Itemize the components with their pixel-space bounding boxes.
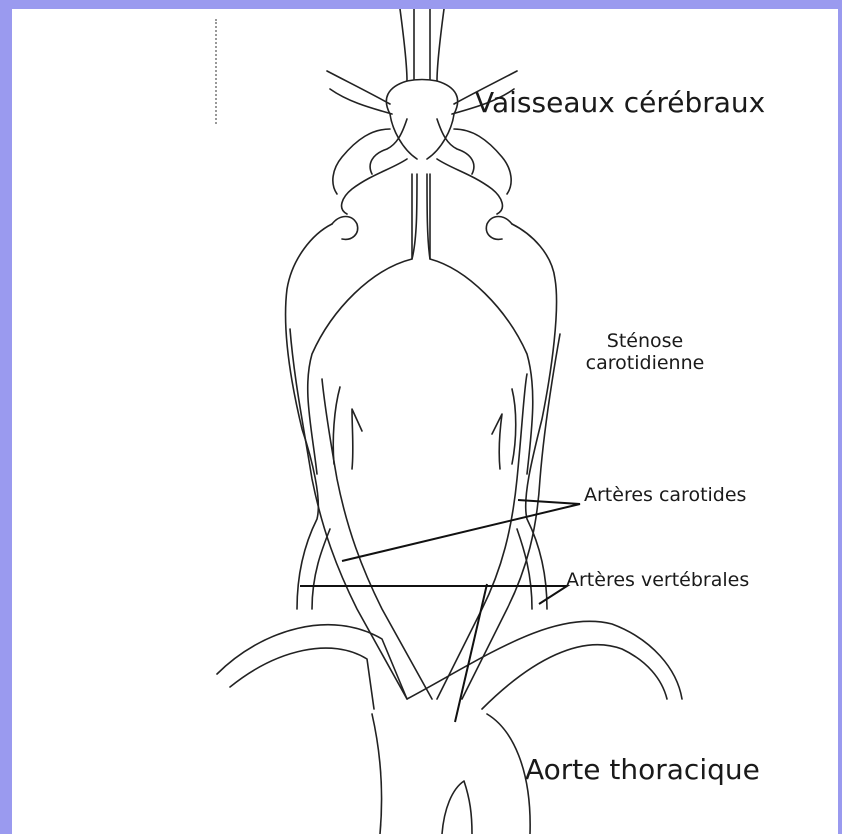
circle-of-willis: [386, 80, 457, 160]
right-carotid-outer: [437, 374, 527, 699]
aorta-trunk-left: [372, 714, 382, 834]
cerebral-left-branch: [327, 71, 392, 194]
right-external-carotid: [492, 389, 516, 469]
aorta-trunk-right: [487, 714, 530, 834]
cerebral-lower-arcs: [342, 159, 503, 214]
label-stenosis-line2: carotidienne: [565, 353, 725, 375]
left-vertebral-outer: [285, 224, 332, 609]
right-vertebral-outer: [512, 224, 557, 609]
right-vertebral-inner: [517, 529, 532, 609]
vertebral-loop-right: [486, 217, 512, 240]
right-carotid-inner: [462, 334, 560, 699]
left-vertebral-inner: [312, 529, 330, 609]
left-external-carotid: [333, 387, 362, 469]
label-thoracic-aorta: Aorte thoracique: [525, 754, 760, 786]
cerebral-mid-arcs: [370, 119, 474, 174]
vertebral-leader: [300, 586, 567, 604]
artery-diagram: [12, 9, 838, 834]
cerebral-upper-branches: [400, 9, 444, 81]
diagram-canvas: Vaisseaux cérébraux Sténose carotidienne…: [12, 9, 838, 834]
internal-carotid-right: [427, 174, 533, 474]
internal-carotid-left: [308, 174, 417, 474]
label-cerebral-vessels: Vaisseaux cérébraux: [475, 87, 765, 119]
aortic-arch-outer: [217, 621, 682, 699]
label-vertebral-arteries: Artères vertébrales: [566, 570, 749, 592]
vertebral-loop-left: [332, 217, 358, 240]
left-carotid-inner: [322, 379, 432, 699]
label-stenosis-line1: Sténose: [565, 331, 725, 353]
label-stenosis: Sténose carotidienne: [565, 331, 725, 375]
aorta-inner-branch: [442, 781, 472, 834]
label-carotid-arteries: Artères carotides: [584, 485, 746, 507]
carotid-leader: [342, 500, 580, 561]
